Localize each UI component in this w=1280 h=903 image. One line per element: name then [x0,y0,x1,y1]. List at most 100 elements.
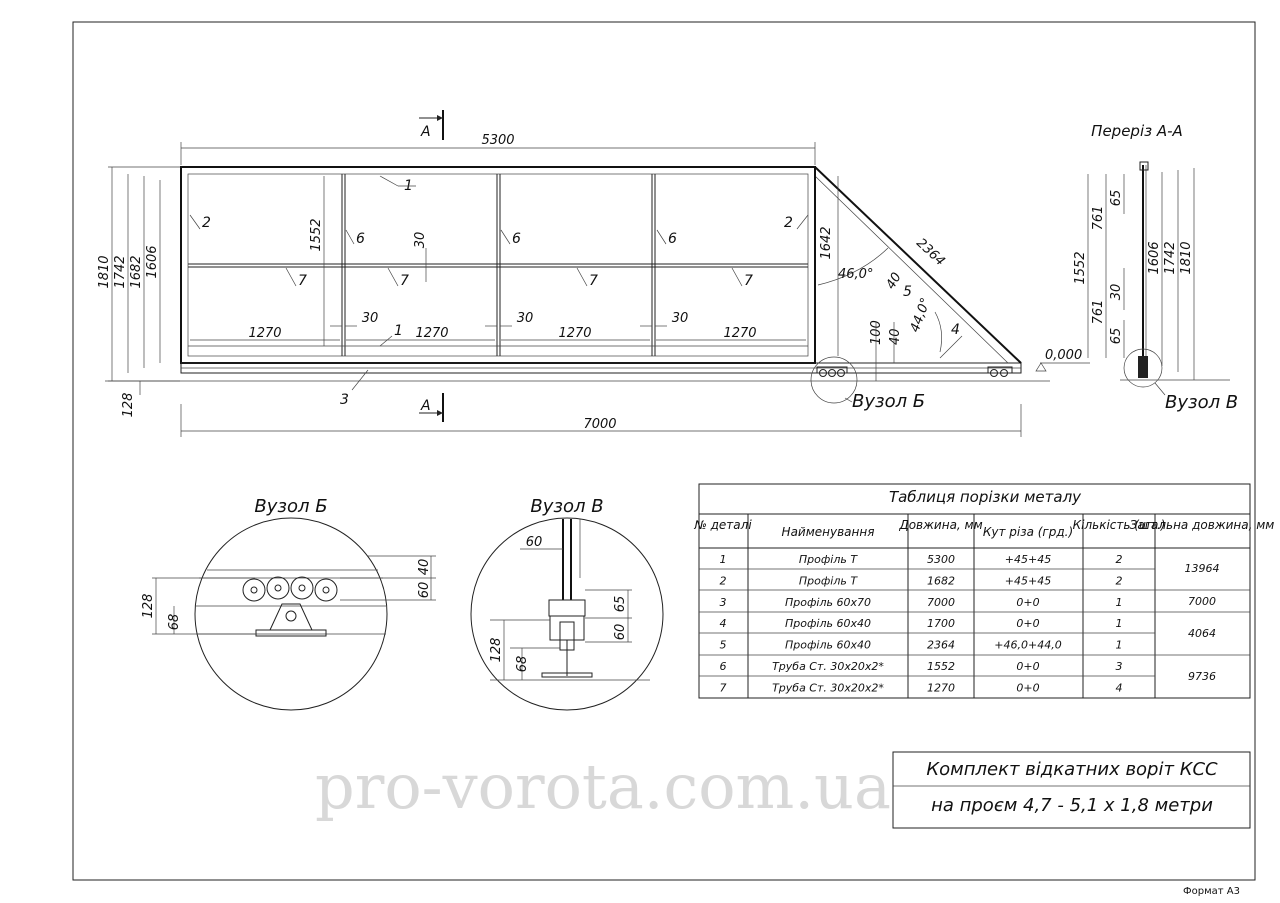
svg-text:65: 65 [1109,190,1124,207]
table-cell: Профіль Т [799,553,858,566]
svg-text:7: 7 [298,273,307,289]
table-cell: 4 [720,617,727,630]
svg-text:А: А [420,124,431,140]
total-6-7: 9736 [1188,670,1216,683]
table-cell: 1700 [927,617,955,630]
section-a-a: Переріз А-А Вузол В 1552 761 65 30 761 6… [1073,122,1238,413]
table-cell: 2 [1116,574,1123,587]
svg-text:40: 40 [883,270,904,292]
svg-text:0,000: 0,000 [1045,348,1082,363]
detail-v-title: Вузол В [530,496,603,517]
svg-text:1606: 1606 [145,245,160,278]
svg-text:3: 3 [340,392,349,408]
table-cell: 2 [720,574,727,587]
table-cell: 5 [720,639,727,652]
rollers-left [816,366,848,377]
svg-text:65: 65 [1109,328,1124,345]
table-cell: Профіль Т [799,574,858,587]
svg-text:40: 40 [888,328,903,345]
svg-text:128: 128 [489,638,504,663]
svg-text:30: 30 [362,311,379,326]
table-cell: 5300 [927,553,955,566]
svg-text:1742: 1742 [1163,241,1178,274]
svg-text:1810: 1810 [97,255,112,288]
total-3: 7000 [1188,595,1216,608]
svg-text:6: 6 [356,231,365,247]
table-cell: +46,0+44,0 [994,639,1061,652]
dim-1552-inner: 1552 [309,176,325,346]
table-cell: 1 [1116,617,1123,630]
svg-text:А: А [420,398,431,414]
table-cell: Профіль 60х70 [785,596,871,609]
gate-inner-frame [187,173,809,357]
svg-text:128: 128 [121,393,136,418]
dim-7000: 7000 [180,404,1022,437]
svg-text:1552: 1552 [309,218,324,251]
svg-text:4: 4 [951,322,960,338]
svg-text:30: 30 [413,232,428,249]
col-qty: Кількість (шт.) [1073,518,1166,532]
svg-text:1: 1 [394,323,403,339]
svg-text:46,0°: 46,0° [838,267,873,282]
svg-text:1742: 1742 [113,255,128,288]
table-cell: 0+0 [1016,660,1039,673]
svg-text:7: 7 [400,273,409,289]
title-line-2: на проєм 4,7 - 5,1 х 1,8 метри [931,795,1213,816]
detail-b: Вузол Б 128 68 60 40 [141,496,436,711]
total-1-2: 13964 [1185,562,1220,575]
diagonal-profile [814,166,1022,364]
svg-text:5: 5 [903,284,912,300]
svg-text:2: 2 [784,215,793,231]
svg-text:68: 68 [167,614,182,631]
col-total: Загальна довжина, мм [1130,518,1275,532]
col-name: Найменування [782,525,875,539]
table-cell: Профіль 60х40 [785,639,871,652]
section-mark-bottom: А [419,393,444,422]
col-angle: Кут різа (грд.) [983,525,1073,539]
section-title: Переріз А-А [1091,122,1183,140]
roller-carriage [242,576,338,637]
rollers-right [987,366,1013,377]
svg-text:1682: 1682 [129,255,144,288]
svg-text:44,0°: 44,0° [908,296,934,334]
col-num: № деталі [693,518,752,532]
svg-text:1270: 1270 [415,326,448,341]
cut-table: Таблиця порізки металу № деталі Найменув… [693,483,1275,699]
svg-text:30: 30 [517,311,534,326]
svg-text:5300: 5300 [481,133,514,148]
svg-text:1270: 1270 [558,326,591,341]
table-cell: 1270 [927,681,955,694]
panel-width-dims: 1270 1270 1270 1270 30 30 30 [190,311,806,341]
svg-text:761: 761 [1091,206,1106,231]
table-cell: Профіль 60х40 [785,617,871,630]
col-length: Довжина, мм [898,518,982,532]
svg-text:128: 128 [141,594,156,619]
svg-text:1270: 1270 [248,326,281,341]
table-cell: 2 [1116,553,1123,566]
table-cell: 7 [720,681,727,694]
svg-text:1810: 1810 [1179,241,1194,274]
title-block: Комплект відкатних воріт КСС на проєм 4,… [892,751,1251,829]
table-cell: 0+0 [1016,596,1039,609]
section-mark-top: А [419,110,444,140]
svg-text:30: 30 [672,311,689,326]
svg-text:40: 40 [417,559,432,576]
svg-text:1270: 1270 [723,326,756,341]
detail-b-title: Вузол Б [254,496,327,517]
svg-text:65: 65 [613,596,628,613]
svg-text:2: 2 [202,215,211,231]
table-cell: 3 [1116,660,1123,673]
table-cell: 1 [1116,596,1123,609]
dim-30-vertical: 30 [413,232,428,282]
svg-text:68: 68 [515,656,530,673]
table-cell: 4 [1116,681,1123,694]
table-cell: 1682 [927,574,955,587]
table-cell: +45+45 [1005,574,1051,587]
detail-v: Вузол В 60 128 68 60 65 [470,496,664,711]
table-cell: Труба Ст. 30х20х2* [772,660,884,673]
svg-text:7: 7 [744,273,753,289]
table-cell: 1 [720,553,727,566]
format-label: Формат А3 [1183,886,1240,897]
